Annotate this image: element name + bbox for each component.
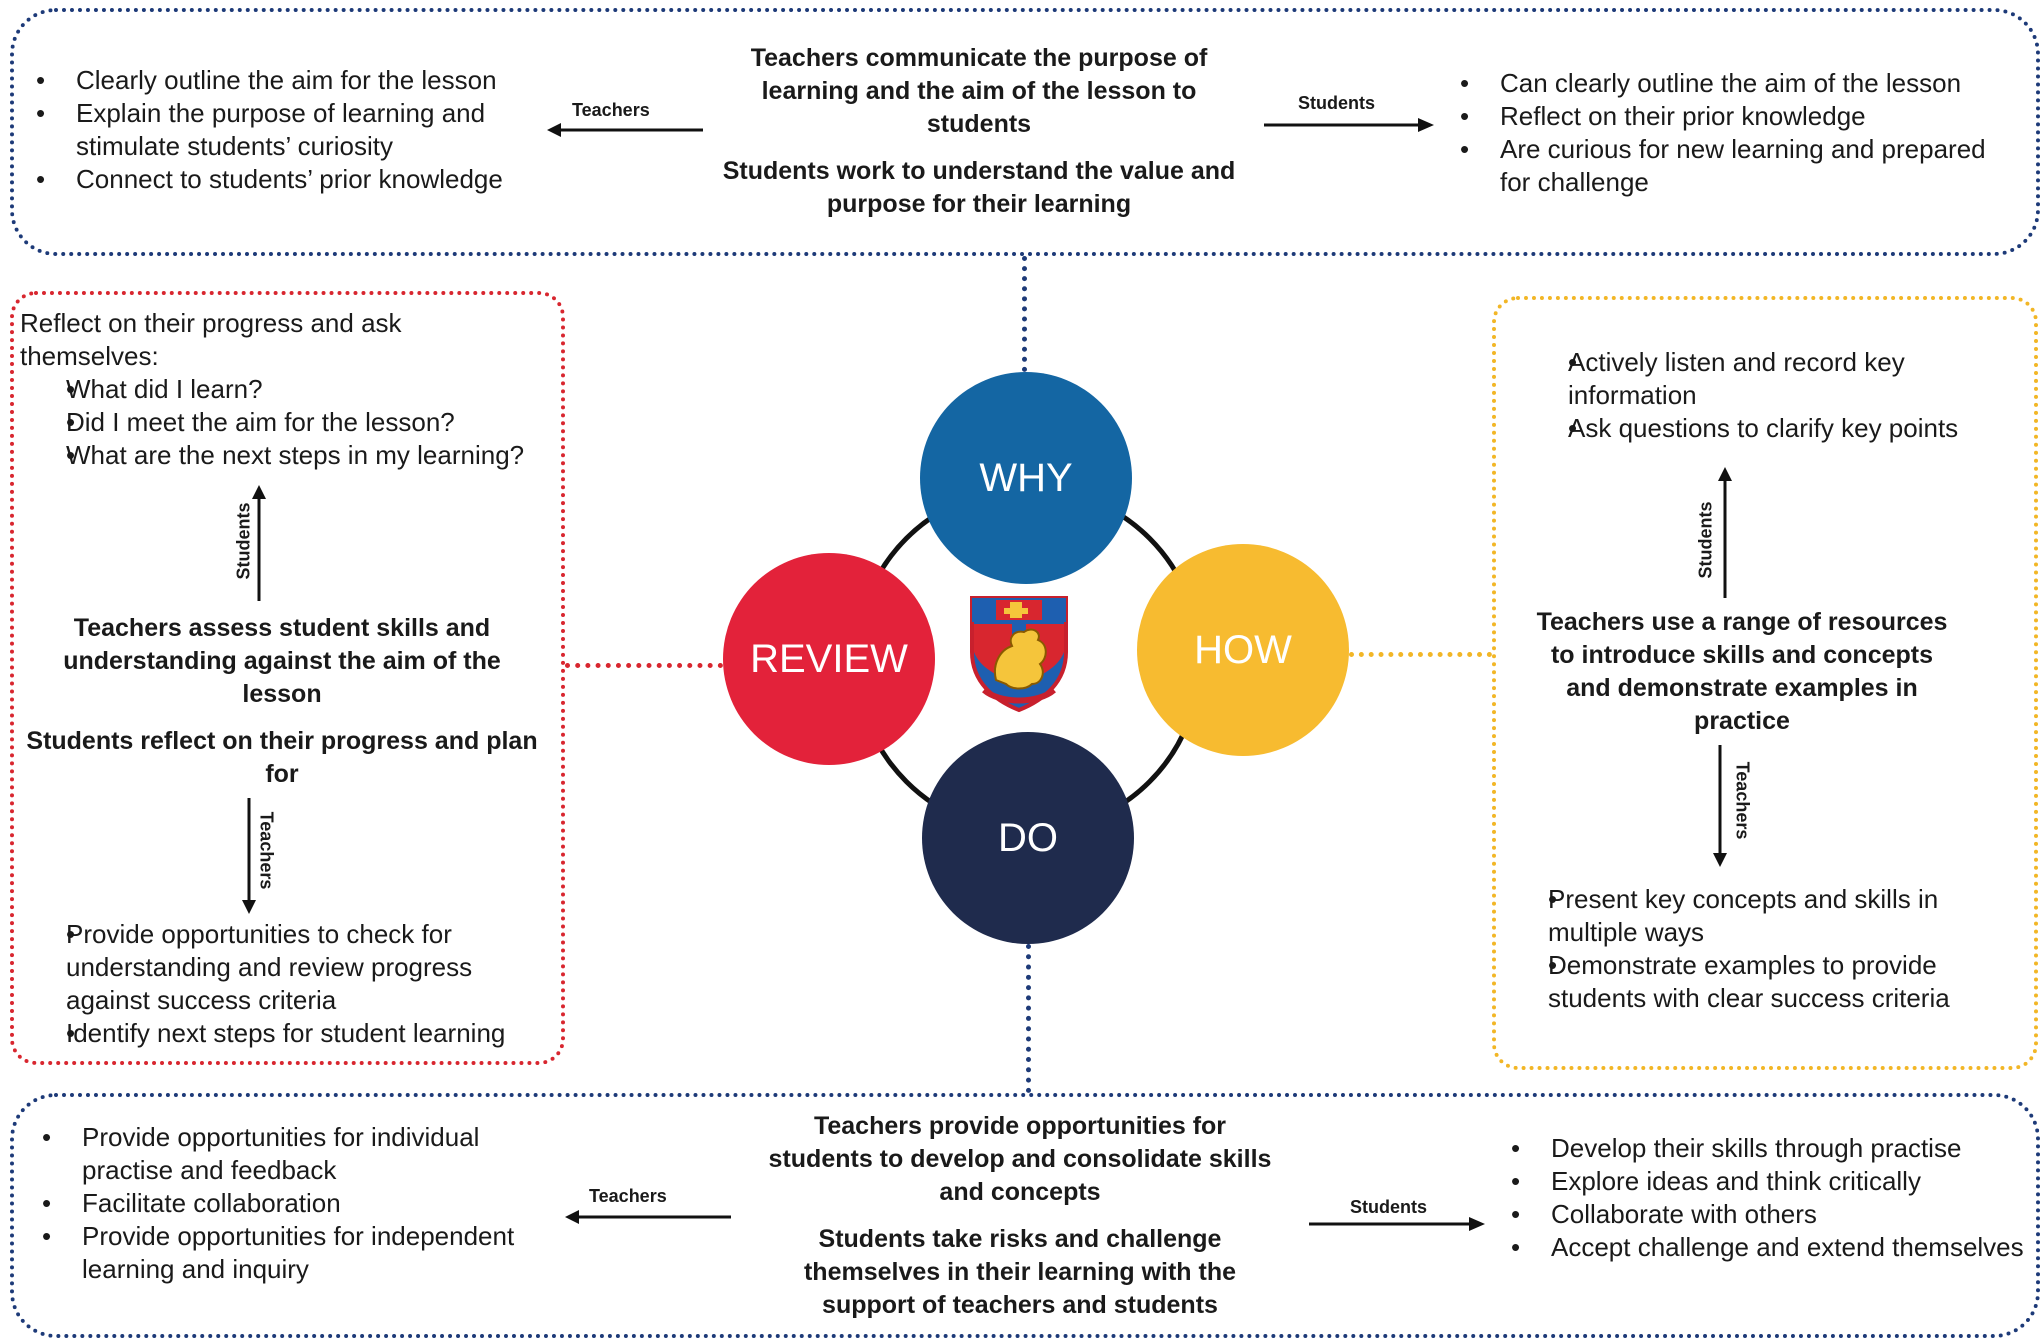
how-connector bbox=[1349, 652, 1492, 657]
why-section-border bbox=[10, 8, 2040, 256]
how-central-text: Teachers use a range of resources to int… bbox=[1536, 608, 1948, 735]
why-circle-label: WHY bbox=[979, 455, 1073, 500]
why-teachers-label: Teachers bbox=[572, 100, 650, 120]
why-circle: WHY bbox=[920, 372, 1132, 584]
do-teachers-label: Teachers bbox=[589, 1186, 667, 1206]
why-students-statement: Students work to understand the value an… bbox=[722, 157, 1236, 218]
do-teachers-statement: Teachers provide opportunities for stude… bbox=[768, 1112, 1272, 1206]
list-item: Collaborate with others bbox=[1505, 1198, 2025, 1231]
why-teachers-arrow bbox=[547, 123, 703, 137]
list-item: Can clearly outline the aim of the lesso… bbox=[1454, 67, 2014, 100]
do-students-arrow bbox=[1309, 1217, 1485, 1231]
list-item: Actively listen and record key informati… bbox=[1522, 346, 2022, 412]
review-connector bbox=[565, 663, 723, 668]
list-item: Explore ideas and think critically bbox=[1505, 1165, 2025, 1198]
how-circle-label: HOW bbox=[1194, 627, 1292, 672]
why-students-label: Students bbox=[1298, 93, 1376, 113]
review-teachers-arrow bbox=[242, 798, 256, 914]
do-students-label: Students bbox=[1350, 1197, 1428, 1217]
list-item: Did I meet the aim for the lesson? bbox=[20, 406, 565, 439]
list-item: Accept challenge and extend themselves bbox=[1505, 1231, 2025, 1264]
review-teachers-statement: Teachers assess student skills and under… bbox=[63, 614, 501, 708]
list-item: Develop their skills through practise bbox=[1505, 1132, 2025, 1165]
review-intro: Reflect on their progress and ask themse… bbox=[20, 308, 402, 371]
why-connector bbox=[1022, 256, 1027, 372]
review-circle: REVIEW bbox=[723, 553, 935, 765]
list-item: Ask questions to clarify key points bbox=[1522, 412, 2022, 445]
how-teachers-arrow bbox=[1713, 745, 1727, 867]
list-item: Identify next steps for student learning bbox=[20, 1017, 550, 1050]
review-teachers-label: Teachers bbox=[256, 811, 277, 890]
do-central-text: Teachers provide opportunities for stude… bbox=[760, 1110, 1280, 1322]
why-students-list: Can clearly outline the aim of the lesso… bbox=[1454, 67, 2014, 199]
do-connector bbox=[1026, 944, 1031, 1093]
how-students-label: Students bbox=[1695, 501, 1716, 579]
do-teachers-list: Provide opportunities for individual pra… bbox=[36, 1121, 556, 1286]
review-students-label: Students bbox=[233, 502, 254, 580]
why-teachers-statement: Teachers communicate the purpose of lear… bbox=[750, 44, 1208, 138]
list-item: Present key concepts and skills in multi… bbox=[1502, 883, 2012, 949]
do-circle: DO bbox=[922, 732, 1134, 944]
review-students-arrow bbox=[252, 485, 266, 601]
review-circle-label: REVIEW bbox=[750, 636, 908, 681]
how-students-list: Actively listen and record key informati… bbox=[1522, 346, 2022, 445]
how-teachers-list: Present key concepts and skills in multi… bbox=[1502, 883, 2012, 1015]
list-item: Provide opportunities to check for under… bbox=[20, 918, 550, 1017]
do-circle-label: DO bbox=[998, 815, 1058, 860]
how-section-border bbox=[1492, 296, 2038, 1070]
do-students-list: Develop their skills through practise Ex… bbox=[1505, 1132, 2025, 1264]
list-item: Reflect on their prior knowledge bbox=[1454, 100, 2014, 133]
why-students-arrow bbox=[1264, 118, 1434, 132]
do-teachers-arrow bbox=[565, 1210, 731, 1224]
why-teachers-list: Clearly outline the aim for the lesson E… bbox=[30, 64, 535, 196]
review-section-border bbox=[10, 291, 565, 1065]
list-item: What did I learn? bbox=[20, 373, 565, 406]
list-item: Are curious for new learning and prepare… bbox=[1454, 133, 2014, 199]
list-item: Demonstrate examples to provide students… bbox=[1502, 949, 2012, 1015]
do-students-statement: Students take risks and challenge themse… bbox=[803, 1225, 1237, 1319]
school-crest-logo bbox=[970, 596, 1068, 713]
review-students-statement: Students reflect on their progress and p… bbox=[26, 727, 538, 788]
list-item: What are the next steps in my learning? bbox=[20, 439, 565, 472]
how-circle: HOW bbox=[1137, 544, 1349, 756]
how-teachers-label: Teachers bbox=[1732, 761, 1753, 840]
how-students-arrow bbox=[1718, 467, 1732, 598]
review-central-text: Teachers assess student skills and under… bbox=[22, 612, 542, 791]
why-central-text: Teachers communicate the purpose of lear… bbox=[718, 42, 1240, 221]
review-students-list: What did I learn? Did I meet the aim for… bbox=[20, 373, 565, 472]
list-item: Provide opportunities for individual pra… bbox=[36, 1121, 556, 1187]
do-section-border bbox=[10, 1093, 2040, 1338]
list-item: Provide opportunities for independent le… bbox=[36, 1220, 556, 1286]
list-item: Connect to students’ prior knowledge bbox=[30, 163, 535, 196]
review-teachers-list: Provide opportunities to check for under… bbox=[20, 918, 550, 1050]
list-item: Facilitate collaboration bbox=[36, 1187, 556, 1220]
list-item: Explain the purpose of learning and stim… bbox=[30, 97, 535, 163]
list-item: Clearly outline the aim for the lesson bbox=[30, 64, 535, 97]
